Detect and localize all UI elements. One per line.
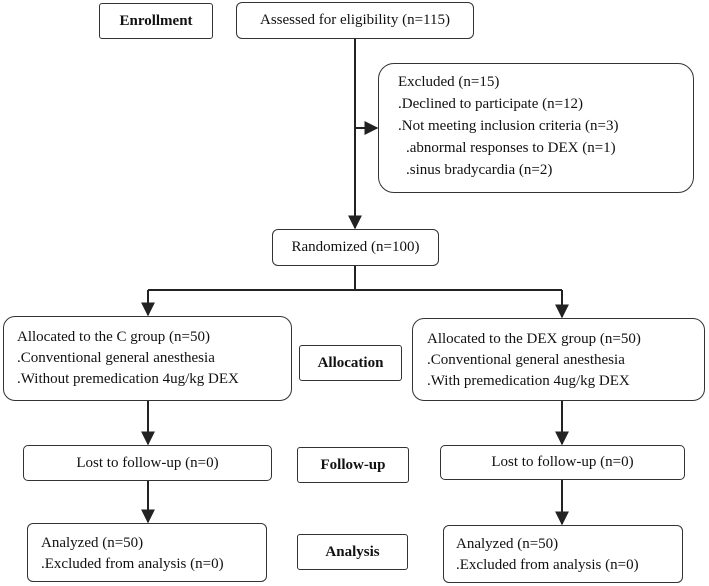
label-allocation-text: Allocation <box>317 354 384 371</box>
dex-group-lost: Lost to follow-up (n=0) <box>491 454 634 470</box>
excluded-not-meeting: .Not meeting inclusion criteria (n=3) <box>398 118 619 134</box>
assessed-box: Assessed for eligibility (n=115) <box>236 2 474 39</box>
excluded-sinus: .sinus bradycardia (n=2) <box>406 162 553 178</box>
c-group-excluded-analysis: .Excluded from analysis (n=0) <box>41 556 224 572</box>
label-analysis: Analysis <box>297 534 408 570</box>
c-group-allocated: Allocated to the C group (n=50) <box>17 329 211 345</box>
excluded-abnormal: .abnormal responses to DEX (n=1) <box>406 140 616 156</box>
dex-group-allocation-box: Allocated to the DEX group (n=50) .Conve… <box>412 318 705 401</box>
excluded-box: Excluded (n=15) .Declined to participate… <box>378 63 694 193</box>
label-follow-up: Follow-up <box>297 447 409 483</box>
excluded-title: Excluded (n=15) <box>398 74 500 90</box>
label-allocation: Allocation <box>299 345 402 381</box>
c-group-analyzed-box: Analyzed (n=50) .Excluded from analysis … <box>27 523 267 582</box>
excluded-declined: .Declined to participate (n=12) <box>398 96 584 112</box>
label-analysis-text: Analysis <box>325 543 380 560</box>
dex-group-analyzed: Analyzed (n=50) <box>456 536 559 552</box>
dex-group-allocated: Allocated to the DEX group (n=50) <box>427 331 641 347</box>
c-group-lost-box: Lost to follow-up (n=0) <box>23 445 272 481</box>
dex-group-lost-box: Lost to follow-up (n=0) <box>440 445 685 480</box>
c-group-analyzed: Analyzed (n=50) <box>41 535 144 551</box>
dex-group-line2: .With premedication 4ug/kg DEX <box>427 373 630 389</box>
c-group-lost: Lost to follow-up (n=0) <box>76 454 219 471</box>
dex-group-analyzed-box: Analyzed (n=50) .Excluded from analysis … <box>443 525 683 583</box>
randomized-text: Randomized (n=100) <box>291 239 420 255</box>
c-group-allocation-box: Allocated to the C group (n=50) .Convent… <box>3 316 292 401</box>
randomized-box: Randomized (n=100) <box>272 229 439 266</box>
label-follow-up-text: Follow-up <box>320 456 386 473</box>
dex-group-excluded-analysis: .Excluded from analysis (n=0) <box>456 557 639 573</box>
label-enrollment: Enrollment <box>99 3 213 39</box>
assessed-text: Assessed for eligibility (n=115) <box>260 12 450 28</box>
c-group-line1: .Conventional general anesthesia <box>17 350 215 366</box>
c-group-line2: .Without premedication 4ug/kg DEX <box>17 371 239 387</box>
dex-group-line1: .Conventional general anesthesia <box>427 352 625 368</box>
label-enrollment-text: Enrollment <box>119 12 193 29</box>
